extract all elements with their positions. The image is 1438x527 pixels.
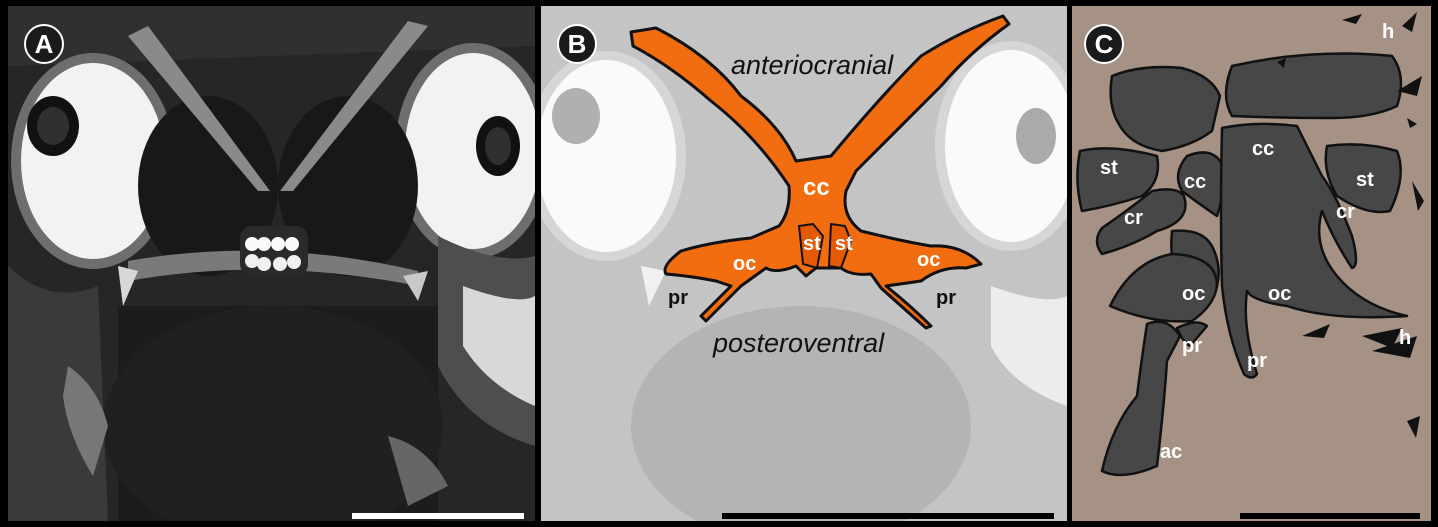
label-st-right: st: [835, 234, 853, 254]
mri-image: [8, 6, 535, 521]
cartilage-overlay: [541, 6, 1067, 521]
label-cr-right: cr: [1336, 202, 1355, 222]
label-cc-left: cc: [1184, 172, 1206, 192]
label-pr-left: pr: [1182, 336, 1202, 356]
label-st-left: st: [1100, 158, 1118, 178]
panel-b-overlay: B anteriocranial posteroventral cc st st…: [541, 6, 1067, 521]
label-oc-right: oc: [1268, 284, 1291, 304]
label-oc-left: oc: [1182, 284, 1205, 304]
label-cc: cc: [803, 178, 830, 198]
label-st-left: st: [803, 234, 821, 254]
label-oc-left: oc: [733, 254, 756, 274]
label-h-bottom: h: [1399, 328, 1411, 348]
panel-a-scale-bar: [352, 513, 524, 519]
label-pr-right: pr: [936, 288, 956, 308]
label-st-right: st: [1356, 170, 1374, 190]
label-pr-right: pr: [1247, 351, 1267, 371]
label-cc-center: cc: [1252, 139, 1274, 159]
label-pr-left: pr: [668, 288, 688, 308]
orientation-bottom-label: posteroventral: [713, 328, 884, 359]
panel-a-mri: A: [8, 6, 535, 521]
panel-a-letter: A: [24, 24, 64, 64]
panel-c-specimen: C h h st st cc cc cr cr oc oc pr pr ac: [1072, 6, 1431, 521]
label-oc-right: oc: [917, 250, 940, 270]
specimen-fragments: [1072, 6, 1431, 521]
orientation-top-label: anteriocranial: [731, 50, 893, 81]
panel-b-letter: B: [557, 24, 597, 64]
label-h-top: h: [1382, 22, 1394, 42]
label-cr-left: cr: [1124, 208, 1143, 228]
label-ac: ac: [1160, 442, 1182, 462]
panel-c-scale-bar: [1240, 513, 1420, 519]
panel-b-scale-bar: [722, 513, 1054, 519]
panel-c-letter: C: [1084, 24, 1124, 64]
